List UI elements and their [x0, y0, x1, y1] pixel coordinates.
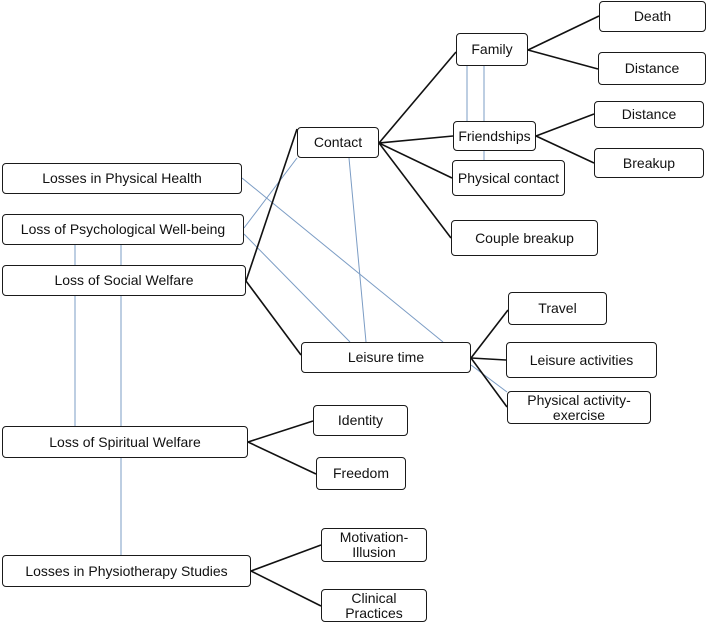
relation-line-physical-health-leisure: [241, 177, 444, 343]
node-family-distance: Distance: [598, 52, 706, 85]
edge-family-distance: [527, 49, 599, 70]
node-losses-in-physiotherapy-studies: Losses in Physiotherapy Studies: [2, 555, 251, 587]
node-loss-of-psychological-well-being: Loss of Psychological Well-being: [2, 214, 244, 245]
edge-contact-family: [378, 51, 457, 144]
edge-contact-couple-breakup: [378, 142, 452, 239]
node-freedom: Freedom: [316, 457, 406, 490]
node-physical-activity-exercise: Physical activity- exercise: [507, 391, 651, 424]
relation-line-contact-leisure: [348, 157, 367, 343]
node-leisure-time: Leisure time: [301, 342, 471, 373]
node-leisure-activities: Leisure activities: [506, 342, 657, 378]
edge-contact-friendships: [378, 135, 454, 144]
edge-spiritual-identity: [247, 420, 314, 443]
edge-social-contact: [245, 128, 298, 282]
relation-line-psych-contact: [243, 157, 298, 229]
edge-contact-physical-contact: [378, 142, 453, 179]
node-physical-contact: Physical contact: [452, 160, 565, 196]
node-loss-of-spiritual-welfare: Loss of Spiritual Welfare: [2, 426, 248, 458]
node-death: Death: [599, 1, 706, 32]
edge-leisure-physical-activity: [470, 357, 508, 408]
edge-family-death: [527, 15, 600, 51]
edge-spiritual-freedom: [247, 441, 317, 475]
edge-leisure-travel: [470, 309, 509, 359]
relation-line-psych-leisure: [243, 233, 351, 343]
edge-friendships-breakup: [535, 135, 595, 164]
node-family: Family: [456, 33, 528, 66]
edge-physio-motivation: [250, 544, 322, 572]
node-losses-in-physical-health: Losses in Physical Health: [2, 163, 242, 194]
node-travel: Travel: [508, 292, 607, 325]
edge-physio-clinical: [250, 570, 322, 607]
node-friendship-distance: Distance: [594, 101, 704, 128]
node-loss-of-social-welfare: Loss of Social Welfare: [2, 265, 246, 296]
node-clinical-practices: Clinical Practices: [321, 589, 427, 622]
node-identity: Identity: [313, 405, 408, 436]
node-contact: Contact: [297, 127, 379, 158]
edge-social-leisure: [245, 280, 302, 356]
relation-line-leisure-physical-activity: [470, 364, 508, 393]
edge-leisure-activities: [470, 357, 507, 361]
node-breakup: Breakup: [594, 148, 704, 178]
edge-friendships-distance: [535, 113, 595, 137]
node-friendships: Friendships: [453, 121, 536, 151]
node-couple-breakup: Couple breakup: [451, 220, 598, 256]
node-motivation-illusion: Motivation- Illusion: [321, 528, 427, 562]
